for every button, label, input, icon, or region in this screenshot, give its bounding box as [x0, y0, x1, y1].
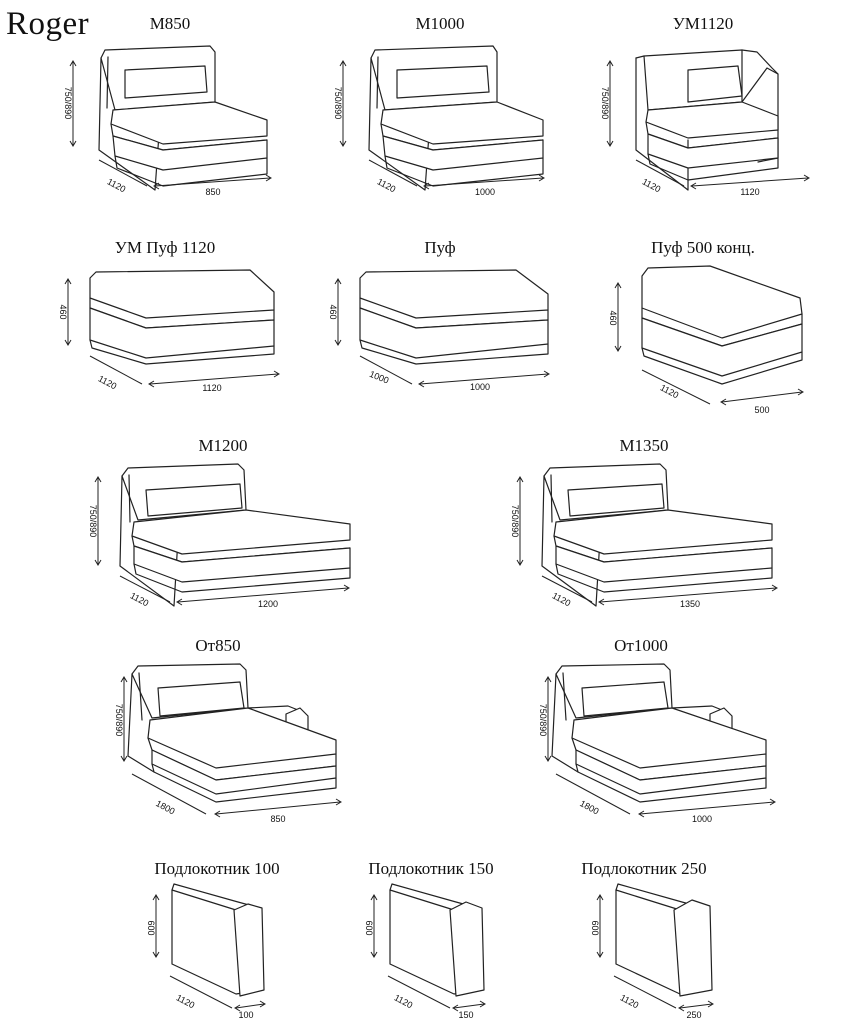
dim-height-m1200: 750/890 [88, 505, 98, 538]
dim-depth-ot1000: 1800 [578, 798, 600, 816]
module-title-armrest-250: Подлокотник 250 [581, 859, 707, 878]
module-title-um-puf-1120: УМ Пуф 1120 [114, 238, 216, 257]
dim-width-armrest-100: 100 [238, 1010, 253, 1020]
dim-depth-um-puf-1120: 1120 [97, 373, 119, 391]
dim-height-puf: 460 [328, 304, 338, 319]
dim-height-ot1000: 750/890 [538, 704, 548, 737]
dim-height-armrest-250: 600 [590, 920, 600, 935]
module-title-ot1000: От1000 [614, 636, 668, 655]
module-drawing-ot850: 750/890 1800 850 [114, 663, 342, 824]
dim-width-armrest-250: 250 [686, 1010, 701, 1020]
dim-depth-armrest-100: 1120 [175, 992, 197, 1010]
dim-width-m1200: 1200 [258, 599, 278, 609]
dim-height-um1120: 750/890 [600, 87, 610, 120]
dim-height-m850: 750/890 [63, 87, 73, 120]
dim-height-puf-500: 460 [608, 310, 618, 325]
dim-height-ot850: 750/890 [114, 704, 124, 737]
dim-width-ot850: 850 [270, 814, 285, 824]
module-drawing-m1200: 750/890 1120 1200 [88, 463, 351, 609]
dim-depth-m1350: 1120 [551, 590, 573, 608]
dim-height-m1000: 750/890 [333, 87, 343, 120]
module-title-armrest-150: Подлокотник 150 [368, 859, 494, 878]
dim-width-puf-500: 500 [754, 405, 769, 415]
module-drawing-armrest-150: 600 1120 150 [364, 883, 486, 1020]
module-drawing-armrest-250: 600 1120 250 [590, 883, 714, 1020]
dim-depth-m1000: 1120 [376, 176, 398, 194]
module-title-puf: Пуф [424, 238, 456, 257]
module-drawing-puf: 460 1000 1000 [328, 269, 550, 392]
dim-height-armrest-100: 600 [146, 920, 156, 935]
dim-width-puf: 1000 [470, 382, 490, 392]
module-title-puf-500: Пуф 500 конц. [651, 238, 755, 257]
module-title-ot850: От850 [195, 636, 241, 655]
module-title-um1120: УМ1120 [672, 14, 734, 33]
module-title-m1200: М1200 [198, 436, 248, 455]
module-drawing-um-puf-1120: 460 1120 1120 [58, 269, 280, 393]
dim-depth-armrest-150: 1120 [393, 992, 415, 1010]
dim-width-ot1000: 1000 [692, 814, 712, 824]
dim-width-m850: 850 [205, 187, 220, 197]
dim-height-um-puf-1120: 460 [58, 304, 68, 319]
module-title-m850: М850 [149, 14, 191, 33]
module-drawing-ot1000: 750/890 1800 1000 [538, 663, 776, 824]
dim-width-m1000: 1000 [475, 187, 495, 197]
dim-width-um-puf-1120: 1120 [202, 383, 221, 393]
module-drawing-m1000: 750/890 1120 1000 [333, 45, 545, 197]
module-drawing-um1120: 750/890 1120 1120 [600, 49, 810, 197]
dim-depth-puf: 1000 [368, 369, 390, 386]
dim-width-um1120: 1120 [740, 187, 759, 197]
module-title-m1000: М1000 [415, 14, 465, 33]
module-drawing-armrest-100: 600 1120 100 [146, 883, 266, 1020]
dim-width-m1350: 1350 [680, 599, 700, 609]
dim-depth-um1120: 1120 [641, 176, 663, 194]
module-drawing-m850: 750/890 1120 850 [63, 45, 272, 197]
module-title-armrest-100: Подлокотник 100 [154, 859, 280, 878]
dim-depth-ot850: 1800 [154, 798, 176, 816]
module-drawing-m1350: 750/890 1120 1350 [510, 463, 778, 609]
dim-width-armrest-150: 150 [458, 1010, 473, 1020]
module-title-m1350: М1350 [619, 436, 669, 455]
dim-height-armrest-150: 600 [364, 920, 374, 935]
module-drawing-puf-500: 460 1120 500 [608, 265, 804, 415]
dim-depth-m1200: 1120 [129, 590, 151, 608]
dim-depth-m850: 1120 [106, 176, 128, 194]
dim-depth-armrest-250: 1120 [619, 992, 641, 1010]
dim-depth-puf-500: 1120 [659, 382, 681, 400]
dim-height-m1350: 750/890 [510, 505, 520, 538]
brand-logo: Roger [6, 6, 90, 42]
